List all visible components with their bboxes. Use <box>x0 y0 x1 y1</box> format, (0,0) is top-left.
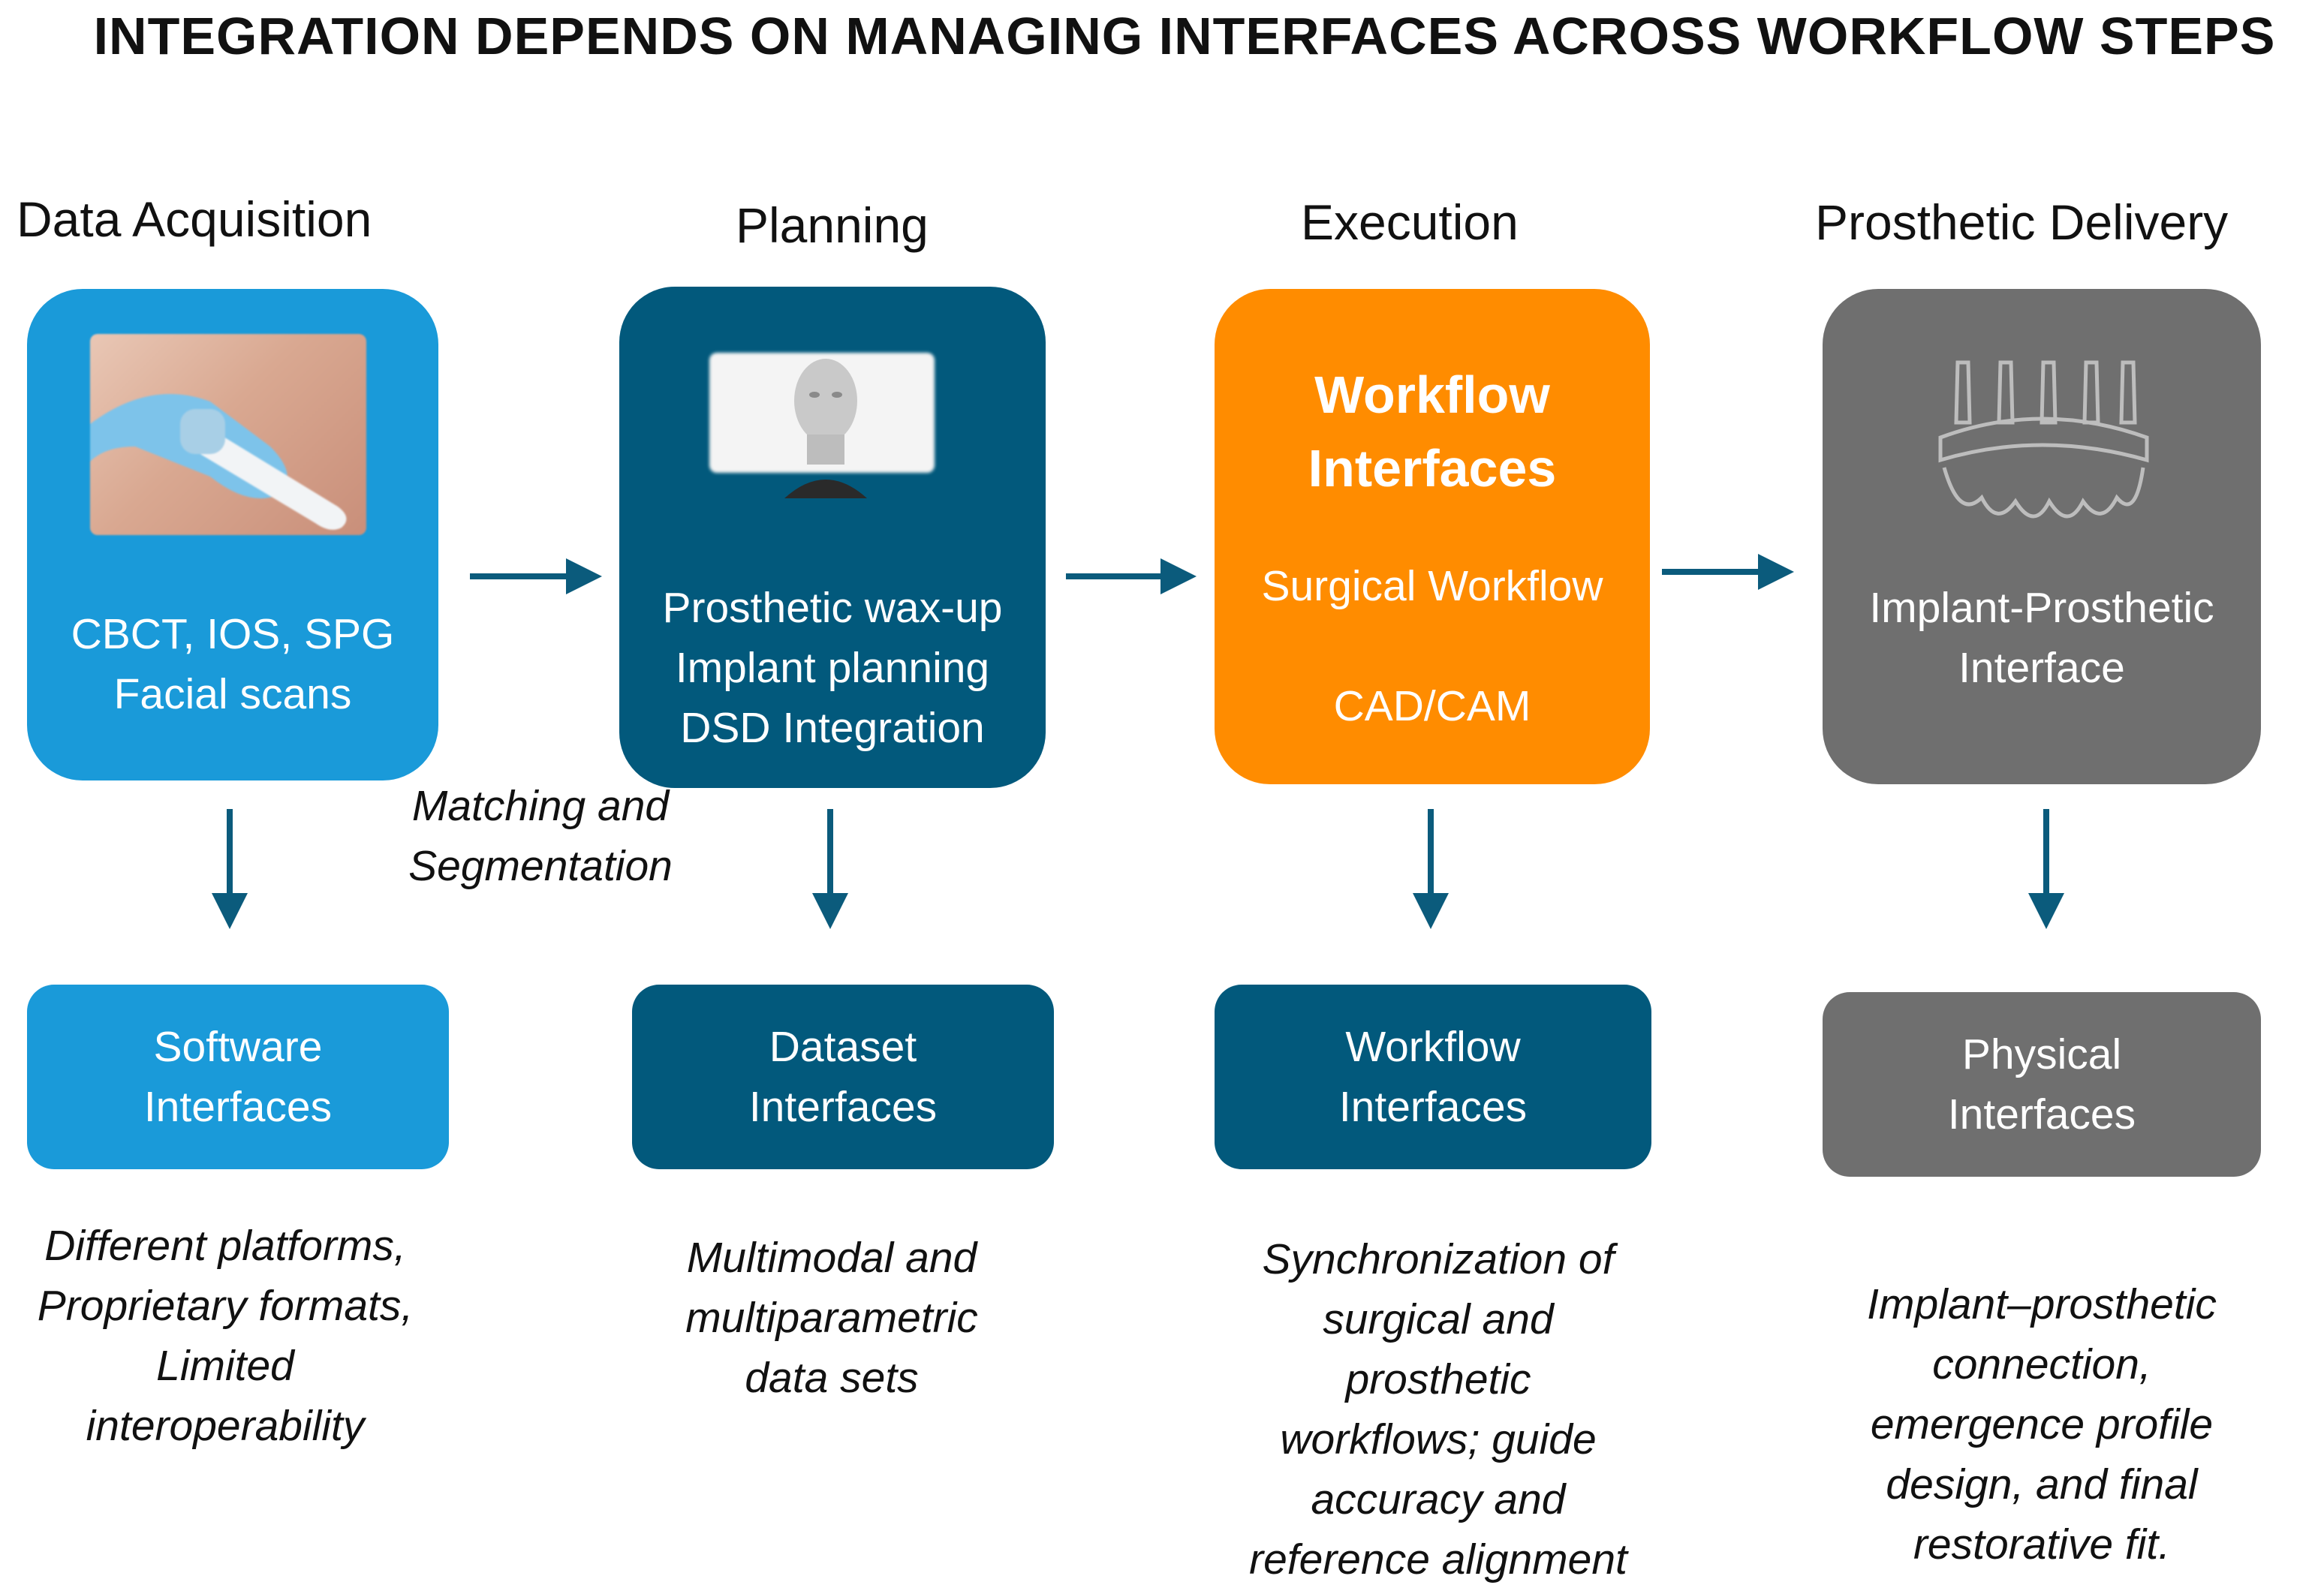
box-line: Implant-Prosthetic <box>1869 584 2214 632</box>
stage-title-execution: Execution <box>1301 194 1519 250</box>
stage-title-prosthetic-delivery: Prosthetic Delivery <box>1815 194 2229 250</box>
face-render-icon <box>784 359 867 498</box>
box-heading: Interfaces <box>1308 439 1557 498</box>
dataset-interfaces-description: Multimodal and multiparametric data sets <box>685 1234 978 1402</box>
box-line: Implant planning <box>675 644 990 692</box>
planning-box: Prosthetic wax-up Implant planning DSD I… <box>619 287 1046 788</box>
box-line: CAD/CAM <box>1333 682 1531 730</box>
stage-title-planning: Planning <box>736 197 929 253</box>
physical-interfaces-box: Physical Interfaces <box>1823 992 2261 1177</box>
box-heading: Workflow <box>1314 365 1550 424</box>
implant-bridge-icon <box>1938 360 2149 519</box>
stage-title-data-acquisition: Data Acquisition <box>17 191 372 247</box>
execution-box: Workflow Interfaces Surgical Workflow CA… <box>1215 289 1650 784</box>
box-line: Prosthetic wax-up <box>662 584 1003 632</box>
physical-interfaces-description: Implant–prosthetic connection, emergence… <box>1867 1280 2217 1568</box>
matching-annotation: Matching and Segmentation <box>408 782 673 890</box>
box-line: DSD Integration <box>680 704 985 752</box>
scanner-photo <box>90 334 366 535</box>
dataset-interfaces-box: Dataset Interfaces <box>632 985 1054 1169</box>
software-interfaces-box: Software Interfaces <box>27 985 449 1169</box>
box-line: Surgical Workflow <box>1261 562 1603 610</box>
diagram-title: INTEGRATION DEPENDS ON MANAGING INTERFAC… <box>93 7 2276 65</box>
box-line: CBCT, IOS, SPG <box>71 610 395 658</box>
intraoral-scanner-icon <box>90 394 347 530</box>
box-line: Interface <box>1958 644 2125 692</box>
workflow-interfaces-description: Synchronization of surgical and prosthet… <box>1249 1235 1627 1583</box>
software-interfaces-description: Different platforms, Proprietary formats… <box>37 1222 414 1450</box>
data-acquisition-box: CBCT, IOS, SPG Facial scans <box>27 289 438 780</box>
prosthetic-delivery-box: Implant-Prosthetic Interface <box>1823 289 2261 784</box>
box-line: Facial scans <box>113 670 352 718</box>
workflow-interfaces-box: Workflow Interfaces <box>1215 985 1651 1169</box>
